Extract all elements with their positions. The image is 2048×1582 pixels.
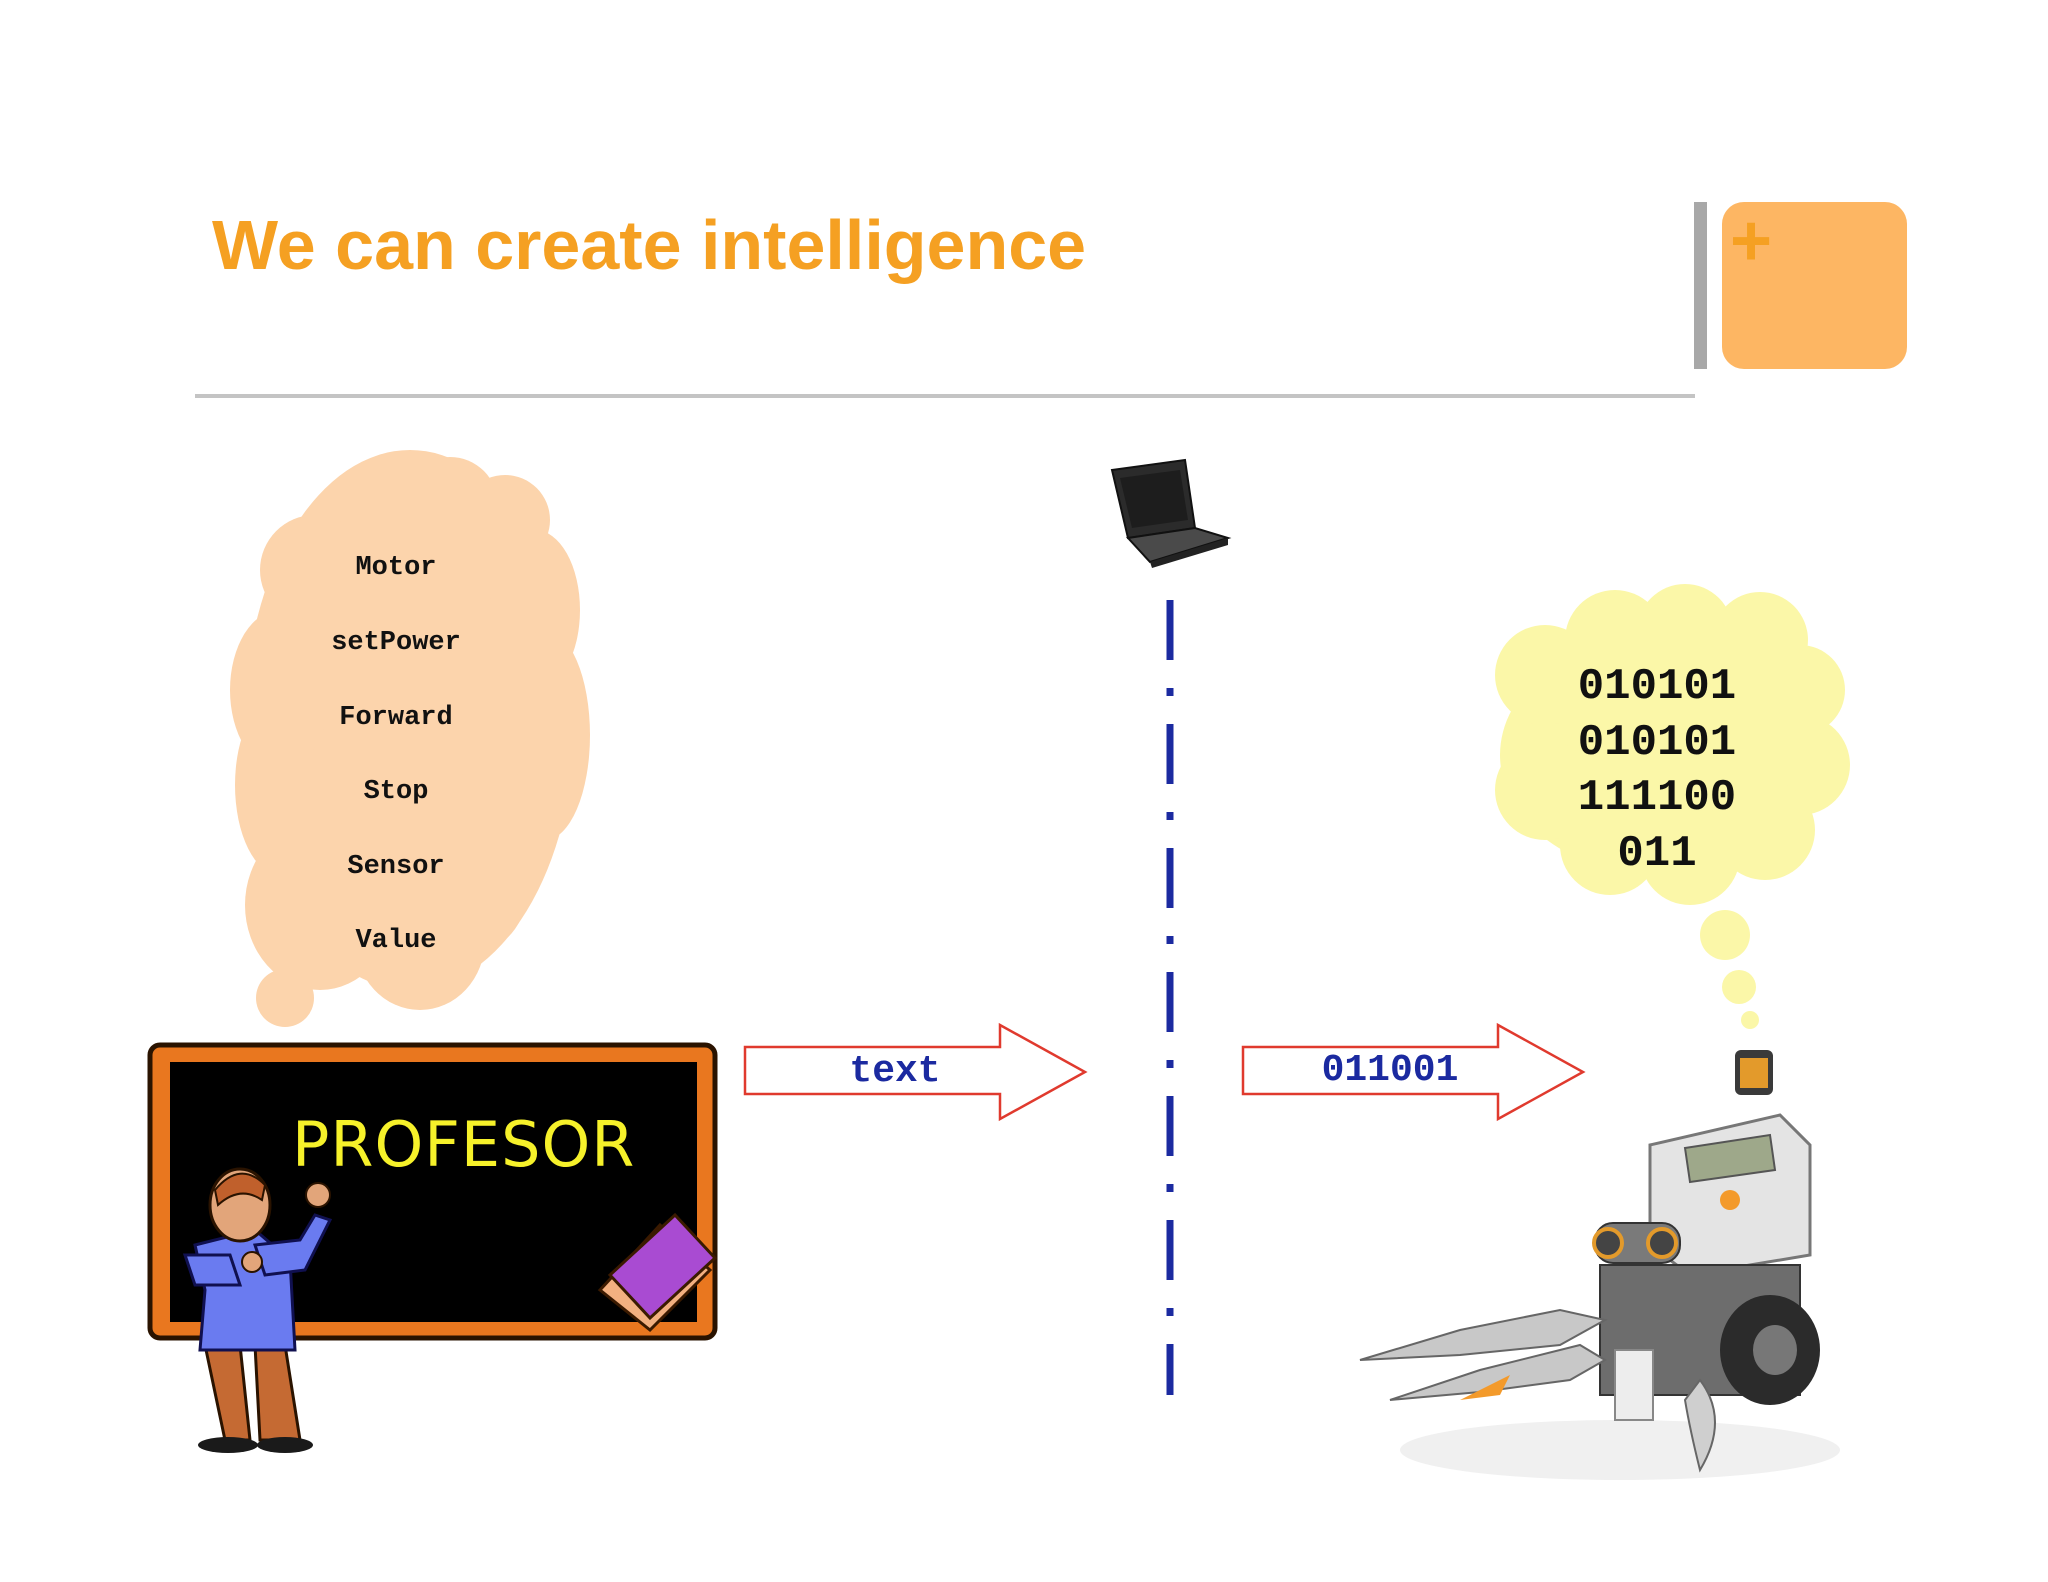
thought-cloud (228, 450, 590, 1113)
laptop-icon (1110, 458, 1232, 568)
cloud-word-sensor: Sensor (347, 852, 445, 882)
arrow-binary (1241, 1022, 1586, 1122)
binary-cloud (1495, 584, 1850, 1029)
arrow-label-text: text (849, 1050, 941, 1093)
arrow-label-binary: 011001 (1321, 1049, 1459, 1092)
robot-image (1359, 1050, 1840, 1480)
accent-box (1722, 202, 1907, 369)
plus-icon: + (1730, 201, 1773, 281)
blackboard-label: PROFESOR (292, 1108, 636, 1181)
cloud-word-value: Value (355, 926, 437, 956)
binary-line-3: 111100 (1577, 773, 1737, 823)
accent-bar (1694, 202, 1707, 369)
slide-title: We can create intelligence (212, 206, 1087, 284)
cloud-word-forward: Forward (339, 703, 453, 733)
title-divider (195, 394, 1695, 398)
professor-figure (182, 1167, 333, 1453)
book-icon (597, 1212, 718, 1333)
binary-line-4: 011 (1617, 829, 1697, 879)
cloud-word-setpower: setPower (331, 628, 461, 658)
cloud-word-motor: Motor (355, 553, 437, 583)
arrow-text (743, 1022, 1088, 1122)
binary-line-2: 010101 (1577, 718, 1737, 768)
cloud-word-stop: Stop (363, 777, 429, 807)
binary-line-1: 010101 (1577, 662, 1737, 712)
